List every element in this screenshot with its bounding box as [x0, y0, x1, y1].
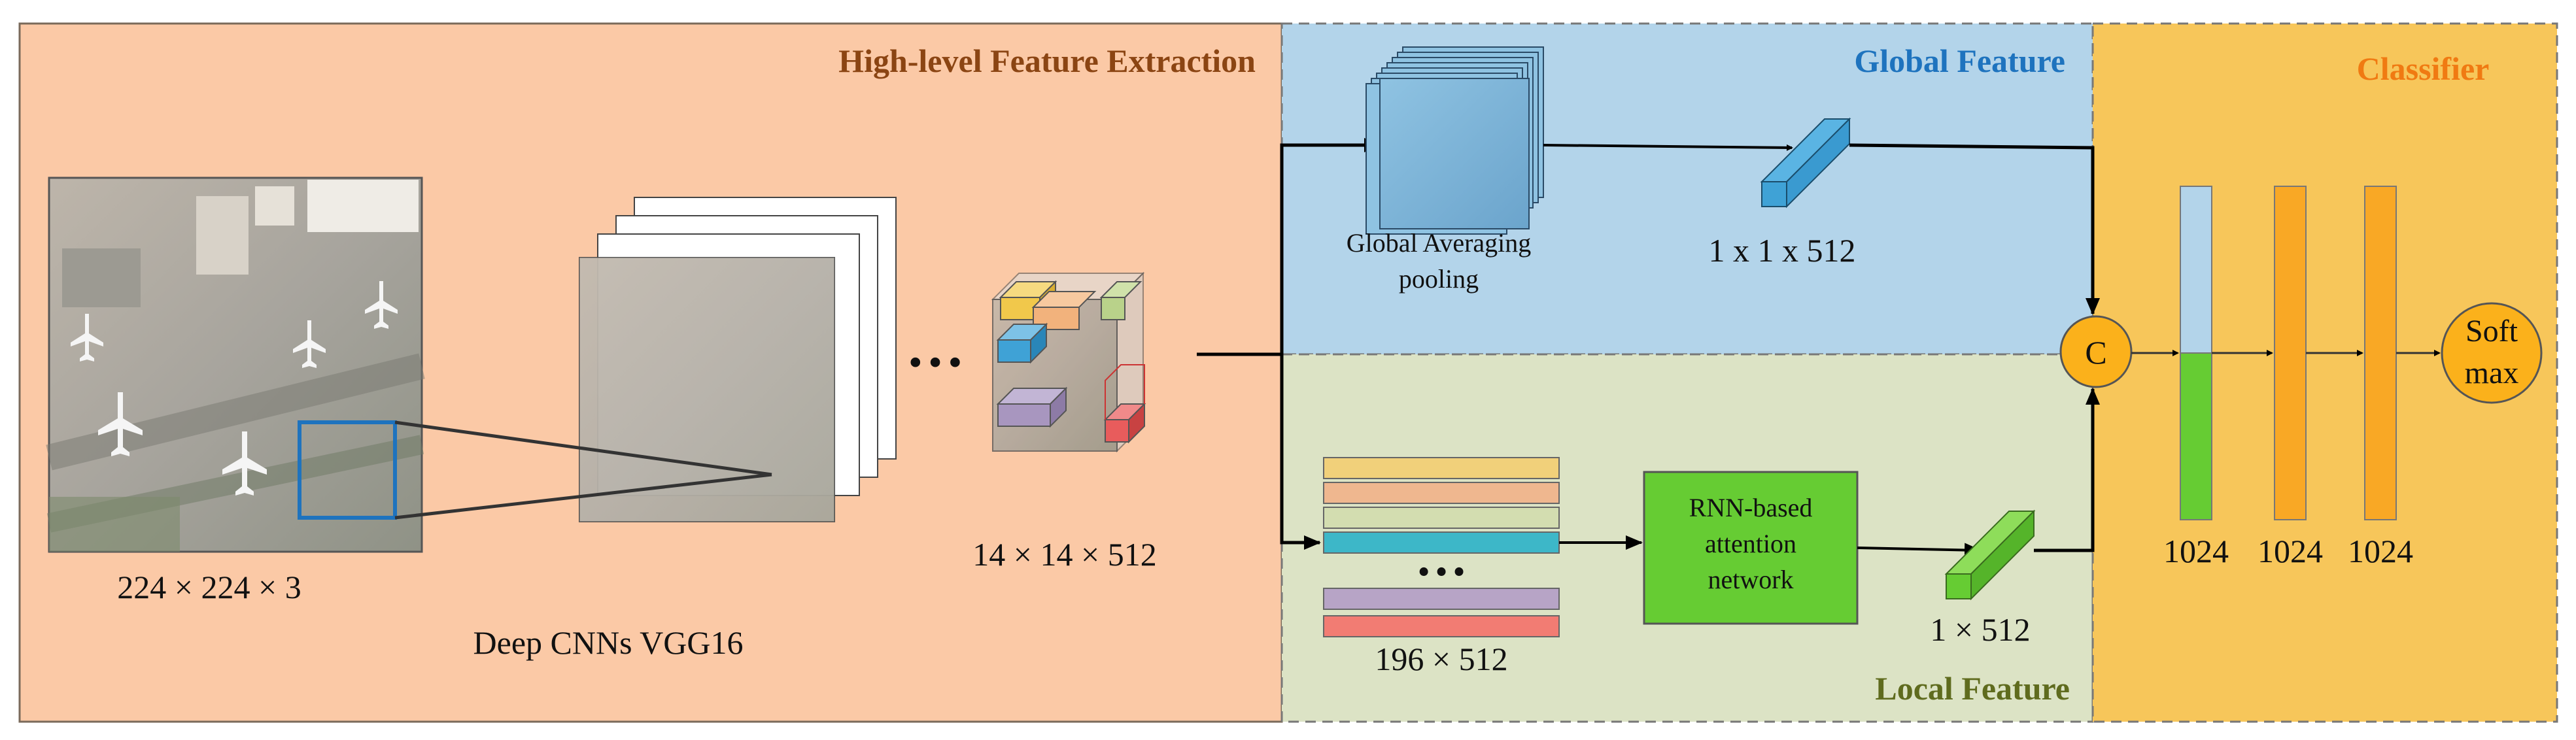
aerial-airport-image: [46, 177, 425, 553]
softmax-node: [2441, 302, 2543, 404]
concat-label: C: [2085, 334, 2106, 371]
local-to-concat-arrow: [2034, 388, 2100, 552]
fc3-label: 1024: [2348, 533, 2413, 569]
rnn-label-line2: attention: [1705, 529, 1796, 558]
local-vector-dims-label: 1 × 512: [1930, 611, 2030, 648]
patch-projection-bottom: [394, 473, 772, 520]
rnn-to-vector-arrow: [1857, 543, 1982, 558]
ellipsis-dots: …: [906, 314, 965, 379]
rnn-label-line3: network: [1708, 565, 1793, 594]
high-level-title: High-level Feature Extraction: [838, 42, 1256, 79]
gap-label-line2: pooling: [1399, 264, 1479, 294]
local-feature-vector: [1944, 509, 2036, 601]
fc-layer-1: [2180, 186, 2212, 520]
patch-projection-top: [394, 420, 772, 477]
local-branch-arrow: [1280, 354, 1321, 550]
global-feature-title: Global Feature: [1854, 42, 2065, 79]
global-to-concat-arrow: [1849, 143, 2100, 315]
softmax-label-line1: Soft: [2465, 314, 2518, 348]
global-vector-dims-label: 1 x 1 x 512: [1709, 232, 1856, 269]
classifier-title: Classifier: [2357, 50, 2490, 87]
fc-layer-3: [2364, 186, 2397, 520]
fc2-label: 1024: [2258, 533, 2323, 569]
concat-node: [2059, 315, 2133, 388]
local-feature-title: Local Feature: [1875, 670, 2070, 707]
local-seq-dims-label: 196 × 512: [1375, 641, 1507, 677]
gap-to-vector-arrow: [1543, 144, 1793, 151]
input-dims-label: 224 × 224 × 3: [117, 569, 301, 605]
fc-layer-2: [2274, 186, 2307, 520]
gap-label-line1: Global Averaging: [1347, 228, 1532, 258]
softmax-label-line2: max: [2465, 356, 2519, 390]
fc1-label: 1024: [2163, 533, 2229, 569]
local-sequence-strips: [1323, 457, 1560, 637]
backbone-label: Deep CNNs VGG16: [473, 624, 744, 661]
global-feature-vector: [1760, 117, 1851, 209]
strips-ellipsis: …: [1415, 530, 1468, 587]
stacked-feature-maps: [579, 197, 897, 522]
global-average-pooling-icon: [1365, 46, 1544, 235]
feature-map-dims-label: 14 × 14 × 512: [972, 536, 1156, 573]
attention-patch-box: [298, 420, 397, 520]
rnn-label-line1: RNN-based: [1689, 493, 1813, 522]
global-branch-arrow: [1280, 138, 1381, 354]
feature-cube: [991, 271, 1146, 453]
